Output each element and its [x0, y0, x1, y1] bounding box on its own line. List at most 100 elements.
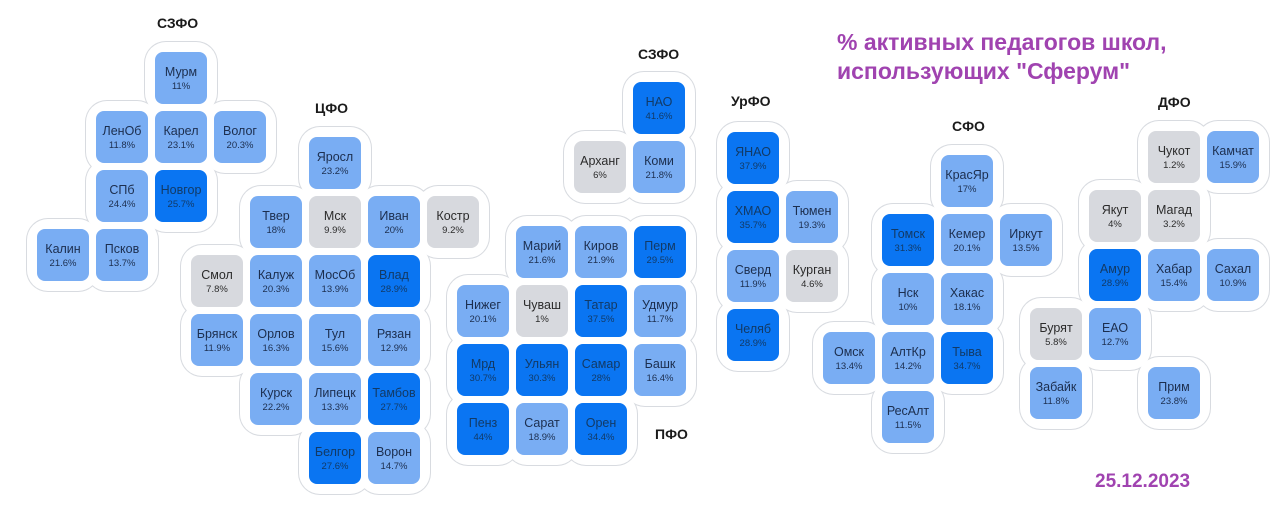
- region-name: Магад: [1155, 202, 1193, 217]
- region-value: 18.9%: [528, 431, 556, 443]
- region-value: 34.4%: [587, 431, 615, 443]
- region-name: Нск: [897, 285, 919, 300]
- region-value: 29.5%: [646, 254, 674, 266]
- region-value: 19.3%: [798, 219, 826, 231]
- region-name: АлтКр: [890, 344, 926, 359]
- region-value: 4.6%: [801, 278, 823, 290]
- region-name: Ворон: [375, 444, 413, 459]
- region-name: Якут: [1101, 202, 1129, 217]
- region-value: 44%: [473, 431, 493, 443]
- region-name: Пенз: [468, 415, 498, 430]
- region-value: 21.6%: [528, 254, 556, 266]
- region-name: ЯНАО: [735, 144, 771, 159]
- region-value: 11.9%: [203, 342, 231, 354]
- district-label: СЗФО: [157, 15, 199, 31]
- region-value: 1%: [535, 313, 549, 325]
- district-label: СЗФО: [638, 46, 680, 62]
- region-value: 15.4%: [1160, 277, 1188, 289]
- region-value: 9.9%: [324, 224, 346, 236]
- region-value: 31.3%: [894, 242, 922, 254]
- region-value: 4%: [1108, 218, 1122, 230]
- region-name: Курск: [259, 385, 293, 400]
- region-value: 11.9%: [739, 278, 767, 290]
- region-value: 13.9%: [321, 283, 349, 295]
- region-name: Сарат: [524, 415, 560, 430]
- region-name: Рязан: [376, 326, 412, 341]
- region-value: 27.6%: [321, 460, 349, 472]
- region-name: Марий: [522, 238, 562, 253]
- region-value: 13.7%: [108, 257, 136, 269]
- region-name: Чуваш: [522, 297, 562, 312]
- region-name: Кемер: [948, 226, 986, 241]
- region-value: 25.7%: [167, 198, 195, 210]
- region-name: Перм: [644, 238, 676, 253]
- region-value: 13.5%: [1012, 242, 1040, 254]
- region-name: Новгор: [160, 182, 202, 197]
- region-name: Иркут: [1009, 226, 1043, 241]
- region-name: Хабар: [1155, 261, 1193, 276]
- region-value: 23.8%: [1160, 395, 1188, 407]
- region-name: НАО: [645, 94, 673, 109]
- chart-title: % активных педагогов школ, использующих …: [837, 28, 1167, 86]
- district-label: ЦФО: [315, 100, 349, 116]
- region-name: Сверд: [734, 262, 772, 277]
- region-name: Тыва: [952, 344, 982, 359]
- region-value: 16.4%: [646, 372, 674, 384]
- region-name: Бурят: [1039, 320, 1073, 335]
- region-value: 35.7%: [739, 219, 767, 231]
- region-name: Мск: [323, 208, 347, 223]
- region-value: 12.7%: [1101, 336, 1129, 348]
- region-name: Белгор: [314, 444, 356, 459]
- region-name: Челяб: [734, 321, 772, 336]
- region-value: 12.9%: [380, 342, 408, 354]
- chart-title-line-1: % активных педагогов школ,: [837, 29, 1167, 55]
- region-name: Мрд: [470, 356, 496, 371]
- region-name: РесАлт: [886, 403, 930, 418]
- region-value: 17%: [957, 183, 977, 195]
- region-value: 9.2%: [442, 224, 464, 236]
- region-value: 37.9%: [739, 160, 767, 172]
- region-value: 13.3%: [321, 401, 349, 413]
- region-value: 28%: [591, 372, 611, 384]
- region-name: Камчат: [1212, 143, 1254, 158]
- region-name: Иван: [379, 208, 409, 223]
- region-value: 30.3%: [528, 372, 556, 384]
- region-value: 18.1%: [953, 301, 981, 313]
- region-name: СПб: [109, 182, 135, 197]
- region-name: КрасЯр: [945, 167, 989, 182]
- region-name: Яросл: [316, 149, 354, 164]
- region-name: Твер: [262, 208, 290, 223]
